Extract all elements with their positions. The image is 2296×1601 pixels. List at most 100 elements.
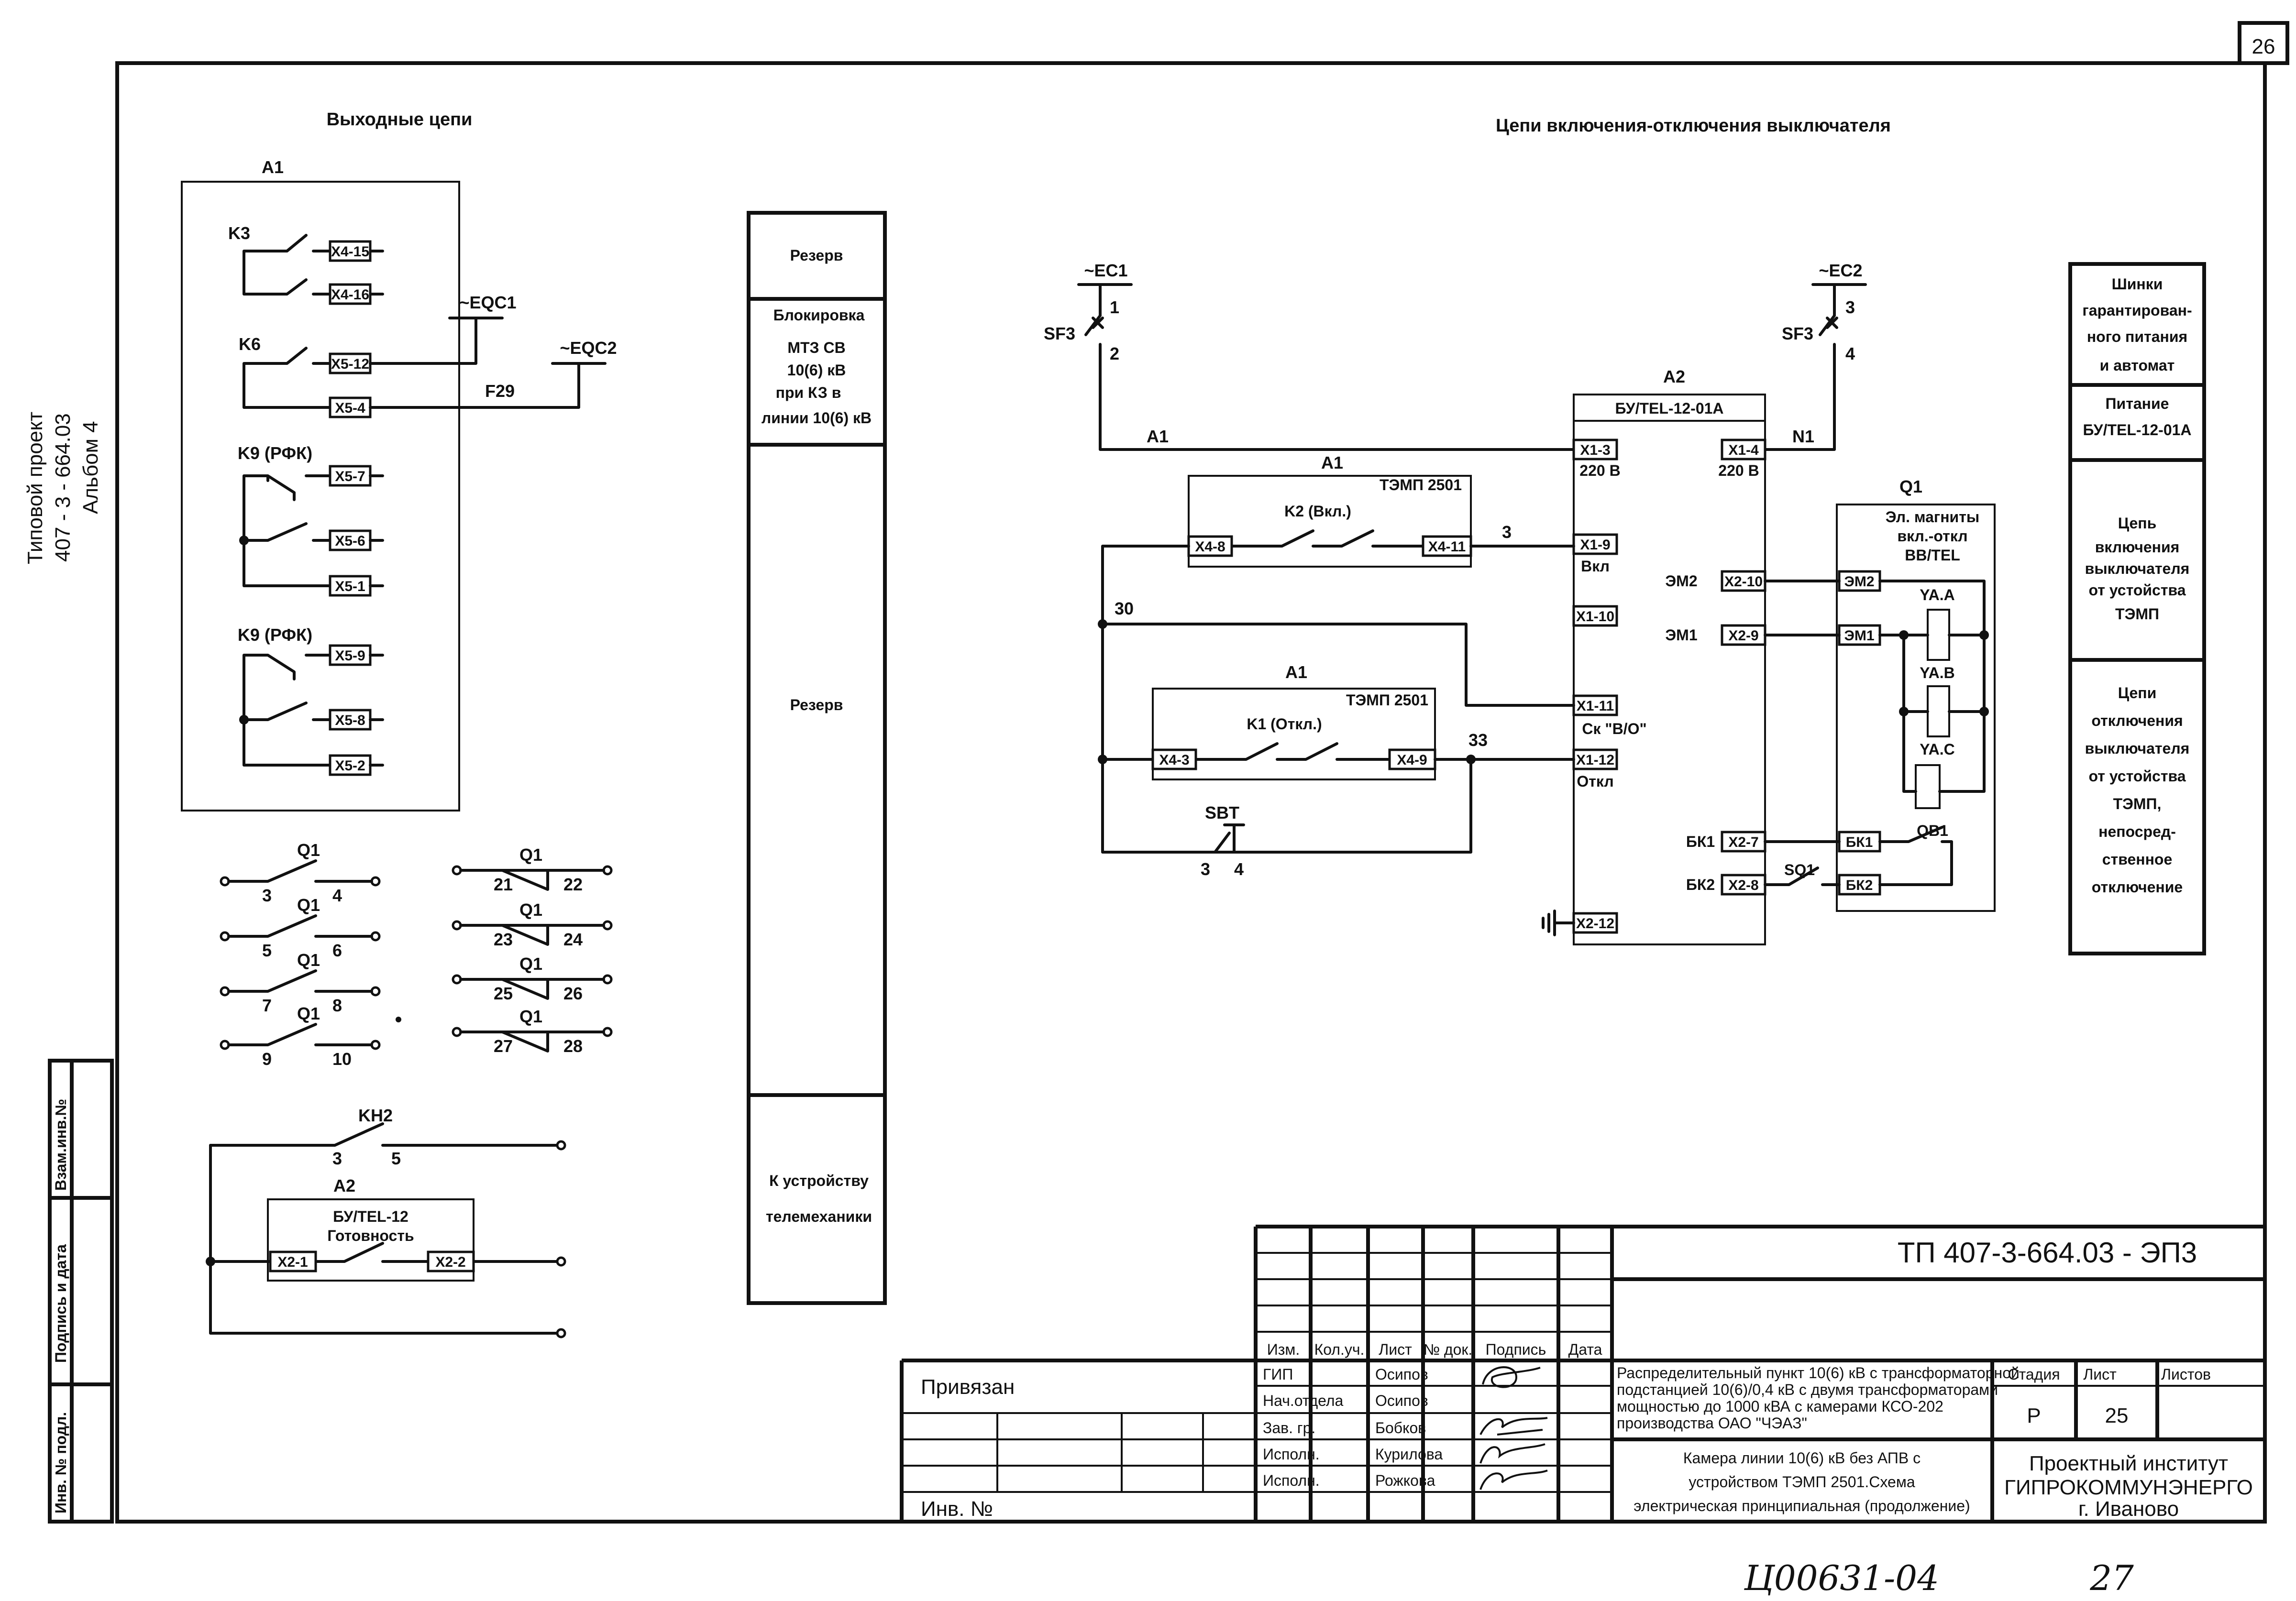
podpis-label: Подпись и дата (52, 1244, 69, 1363)
mid-block-l5: линии 10(6) кВ (762, 409, 872, 427)
bk2-label: БК2 (1686, 876, 1715, 893)
hdr-doc: № док. (1424, 1341, 1473, 1358)
q1-bk2: БК2 (1846, 877, 1873, 893)
sbt-n4: 4 (1234, 859, 1244, 879)
v220a: 220 В (1579, 462, 1620, 479)
temp1-label: ТЭМП 2501 (1380, 476, 1462, 493)
q1-yac: YA.C (1920, 741, 1955, 758)
role-ispoln2: Исполн. (1263, 1472, 1320, 1489)
rc-c4-l2: отключения (2091, 712, 2183, 729)
term-x4-11: X4-11 (1428, 539, 1466, 555)
project-stamp: Типовой проект 407 - 3 - 664.03 Альбом 4 (23, 412, 102, 564)
name-3: Бобков (1375, 1419, 1426, 1437)
q1-label-6: Q1 (519, 900, 542, 920)
q1-box-l2: вкл.-откл (1897, 527, 1967, 545)
handwritten-code: Ц00631-04 (1744, 1558, 1939, 1598)
term-x4-16: X4-16 (331, 287, 369, 303)
drawing-frame (115, 61, 2267, 1524)
role-zav: Зав. гр. (1263, 1419, 1315, 1437)
mid-tele-l2: телемеханики (766, 1208, 872, 1225)
q1-label-1: Q1 (297, 840, 320, 860)
role-gip: ГИП (1263, 1366, 1293, 1383)
q1-num-26: 26 (563, 984, 583, 1003)
k2-label: K2 (Вкл.) (1284, 503, 1351, 520)
rc-c3-l4: от устойства (2088, 581, 2186, 599)
sheet-title-l1: Камера линии 10(6) кВ без АПВ с (1683, 1449, 1921, 1467)
k6-label: K6 (239, 334, 261, 354)
drawing-code: ТП 407-3-664.03 - ЭП3 (1898, 1237, 2197, 1269)
ec1-label: ~EC1 (1084, 261, 1127, 280)
a1-output-block (181, 181, 460, 811)
em1-label: ЭМ1 (1665, 626, 1697, 644)
sf3a-n1: 1 (1110, 297, 1119, 317)
rc-c4-l4: от устойства (2088, 768, 2186, 785)
q1-box-l3: BB/TEL (1905, 547, 1960, 564)
rc-c1-l4: и автомат (2100, 357, 2175, 374)
mid-block-l3: 10(6) кВ (787, 362, 846, 379)
list-label: Лист (2083, 1366, 2117, 1383)
rc-c4-l1: Цепи (2118, 684, 2157, 702)
q1-num-27: 27 (494, 1036, 513, 1056)
hdr-kol: Кол.уч. (1314, 1341, 1365, 1358)
mid-block-l1: Блокировка (773, 307, 865, 324)
project-stamp-line3: Альбом 4 (79, 421, 102, 514)
q1-num-9: 9 (262, 1049, 272, 1069)
q1-num-5: 5 (262, 941, 272, 960)
term-x1-12: X1-12 (1576, 752, 1614, 768)
rc-c1-l2: гарантирован- (2082, 302, 2192, 319)
sheet-number-box (2238, 21, 2289, 65)
sf3b-label: SF3 (1782, 324, 1813, 343)
q1-label-8: Q1 (519, 1007, 542, 1026)
term-x1-4: X1-4 (1728, 442, 1759, 458)
kh2-a2-label: A2 (333, 1176, 355, 1195)
q1-num-4: 4 (332, 886, 342, 905)
sheet-number: 26 (2252, 35, 2275, 58)
inv-label: Инв. № подл. (52, 1412, 69, 1513)
org-l2: ГИПРОКОММУНЭНЕРГО (2004, 1476, 2253, 1499)
org-l3: г. Иваново (2078, 1497, 2179, 1521)
wire-33-label: 33 (1468, 730, 1488, 750)
term-x4-3: X4-3 (1159, 752, 1189, 768)
term-x1-10: X1-10 (1576, 609, 1614, 625)
signatures (1479, 1366, 1548, 1490)
rc-c2-l2: БУ/TEL-12-01A (2083, 421, 2191, 439)
term-x5-1: X5-1 (335, 579, 365, 594)
q1-num-10: 10 (332, 1049, 352, 1069)
rc-c3-l3: выключателя (2085, 560, 2190, 577)
k9b-label: K9 (РФК) (238, 625, 312, 645)
kh2-term-x2-2: X2-2 (435, 1254, 465, 1270)
q1-box-label: Q1 (1899, 477, 1922, 496)
name-2: Осипов (1375, 1392, 1428, 1409)
q1-num-21: 21 (494, 875, 513, 894)
inv-no-label: Инв. № (921, 1497, 993, 1521)
rc-c3-l5: ТЭМП (2115, 605, 2159, 623)
sf3a-label: SF3 (1044, 324, 1075, 343)
term-x2-9: X2-9 (1728, 628, 1758, 644)
kh2-term-x2-1: X2-1 (277, 1254, 308, 1270)
otkl-label: Откл (1577, 773, 1613, 790)
stadia-label: Стадия (2008, 1366, 2060, 1383)
sheet-title-l3: электрическая принципиальная (продолжени… (1634, 1497, 1970, 1514)
mid-block-l2: МТЗ СВ (787, 339, 845, 356)
q1-box-l1: Эл. магниты (1886, 508, 1979, 526)
wire-n1-label: N1 (1792, 427, 1814, 446)
desc-l3: мощностью до 1000 кВА с камерами КСО-202 (1617, 1398, 1943, 1415)
title-block: Привязан Инв. № Изм. Кол.уч. Лист № док.… (900, 1225, 2265, 1522)
vkl-label: Вкл (1581, 558, 1610, 575)
name-5: Рожкова (1375, 1472, 1435, 1489)
stadia-value: Р (2027, 1404, 2041, 1427)
q1-num-28: 28 (563, 1036, 583, 1056)
role-nach: Нач.отдела (1263, 1392, 1344, 1409)
sq1-label: SQ1 (1784, 861, 1815, 878)
hdr-podpis: Подпись (1486, 1341, 1546, 1358)
term-x4-9: X4-9 (1397, 752, 1427, 768)
list-value: 25 (2105, 1404, 2129, 1427)
q1-label-7: Q1 (519, 954, 542, 974)
q1-label-2: Q1 (297, 895, 320, 915)
term-x5-6: X5-6 (335, 533, 365, 549)
sf3b-n4: 4 (1845, 344, 1855, 363)
a1-top-label: A1 (1321, 453, 1343, 472)
kh2-dev-label: БУ/TEL-12 (333, 1208, 408, 1225)
hdr-izm: Изм. (1267, 1341, 1300, 1358)
